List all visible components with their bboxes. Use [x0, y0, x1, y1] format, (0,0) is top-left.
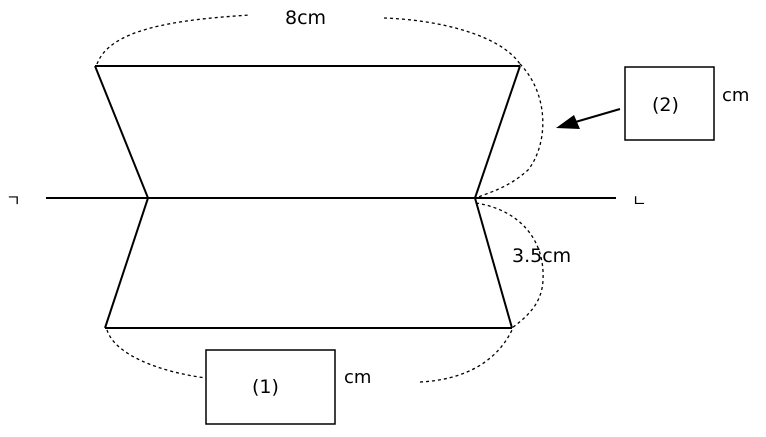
pointer-arrow-shaft	[571, 108, 621, 124]
answer-box-1	[205, 349, 336, 425]
left-mark: ㄱ	[6, 191, 21, 210]
top-length-label: 8cm	[285, 7, 326, 29]
upper-left-edge	[94, 65, 149, 199]
lower-left-edge	[104, 197, 149, 329]
side-length-label: 3.5cm	[512, 245, 571, 267]
answer-box-1-label: (1)	[252, 376, 279, 398]
upper-right-edge	[474, 65, 521, 199]
lower-side-arc	[475, 202, 544, 329]
answer-box-2-label: (2)	[652, 94, 679, 116]
bottom-length-arc-right	[419, 329, 513, 383]
bottom-length-arc-left	[106, 329, 207, 379]
pointer-arrowhead	[556, 115, 580, 129]
answer-box-1-unit: cm	[344, 367, 371, 388]
answer-box-2-unit: cm	[722, 85, 749, 106]
answer-box-2	[624, 66, 715, 141]
right-mark: ㄴ	[632, 191, 647, 210]
lower-right-edge	[474, 197, 513, 329]
upper-side-arc	[475, 63, 544, 199]
top-length-arc	[96, 14, 251, 65]
top-length-arc-right	[383, 17, 521, 65]
